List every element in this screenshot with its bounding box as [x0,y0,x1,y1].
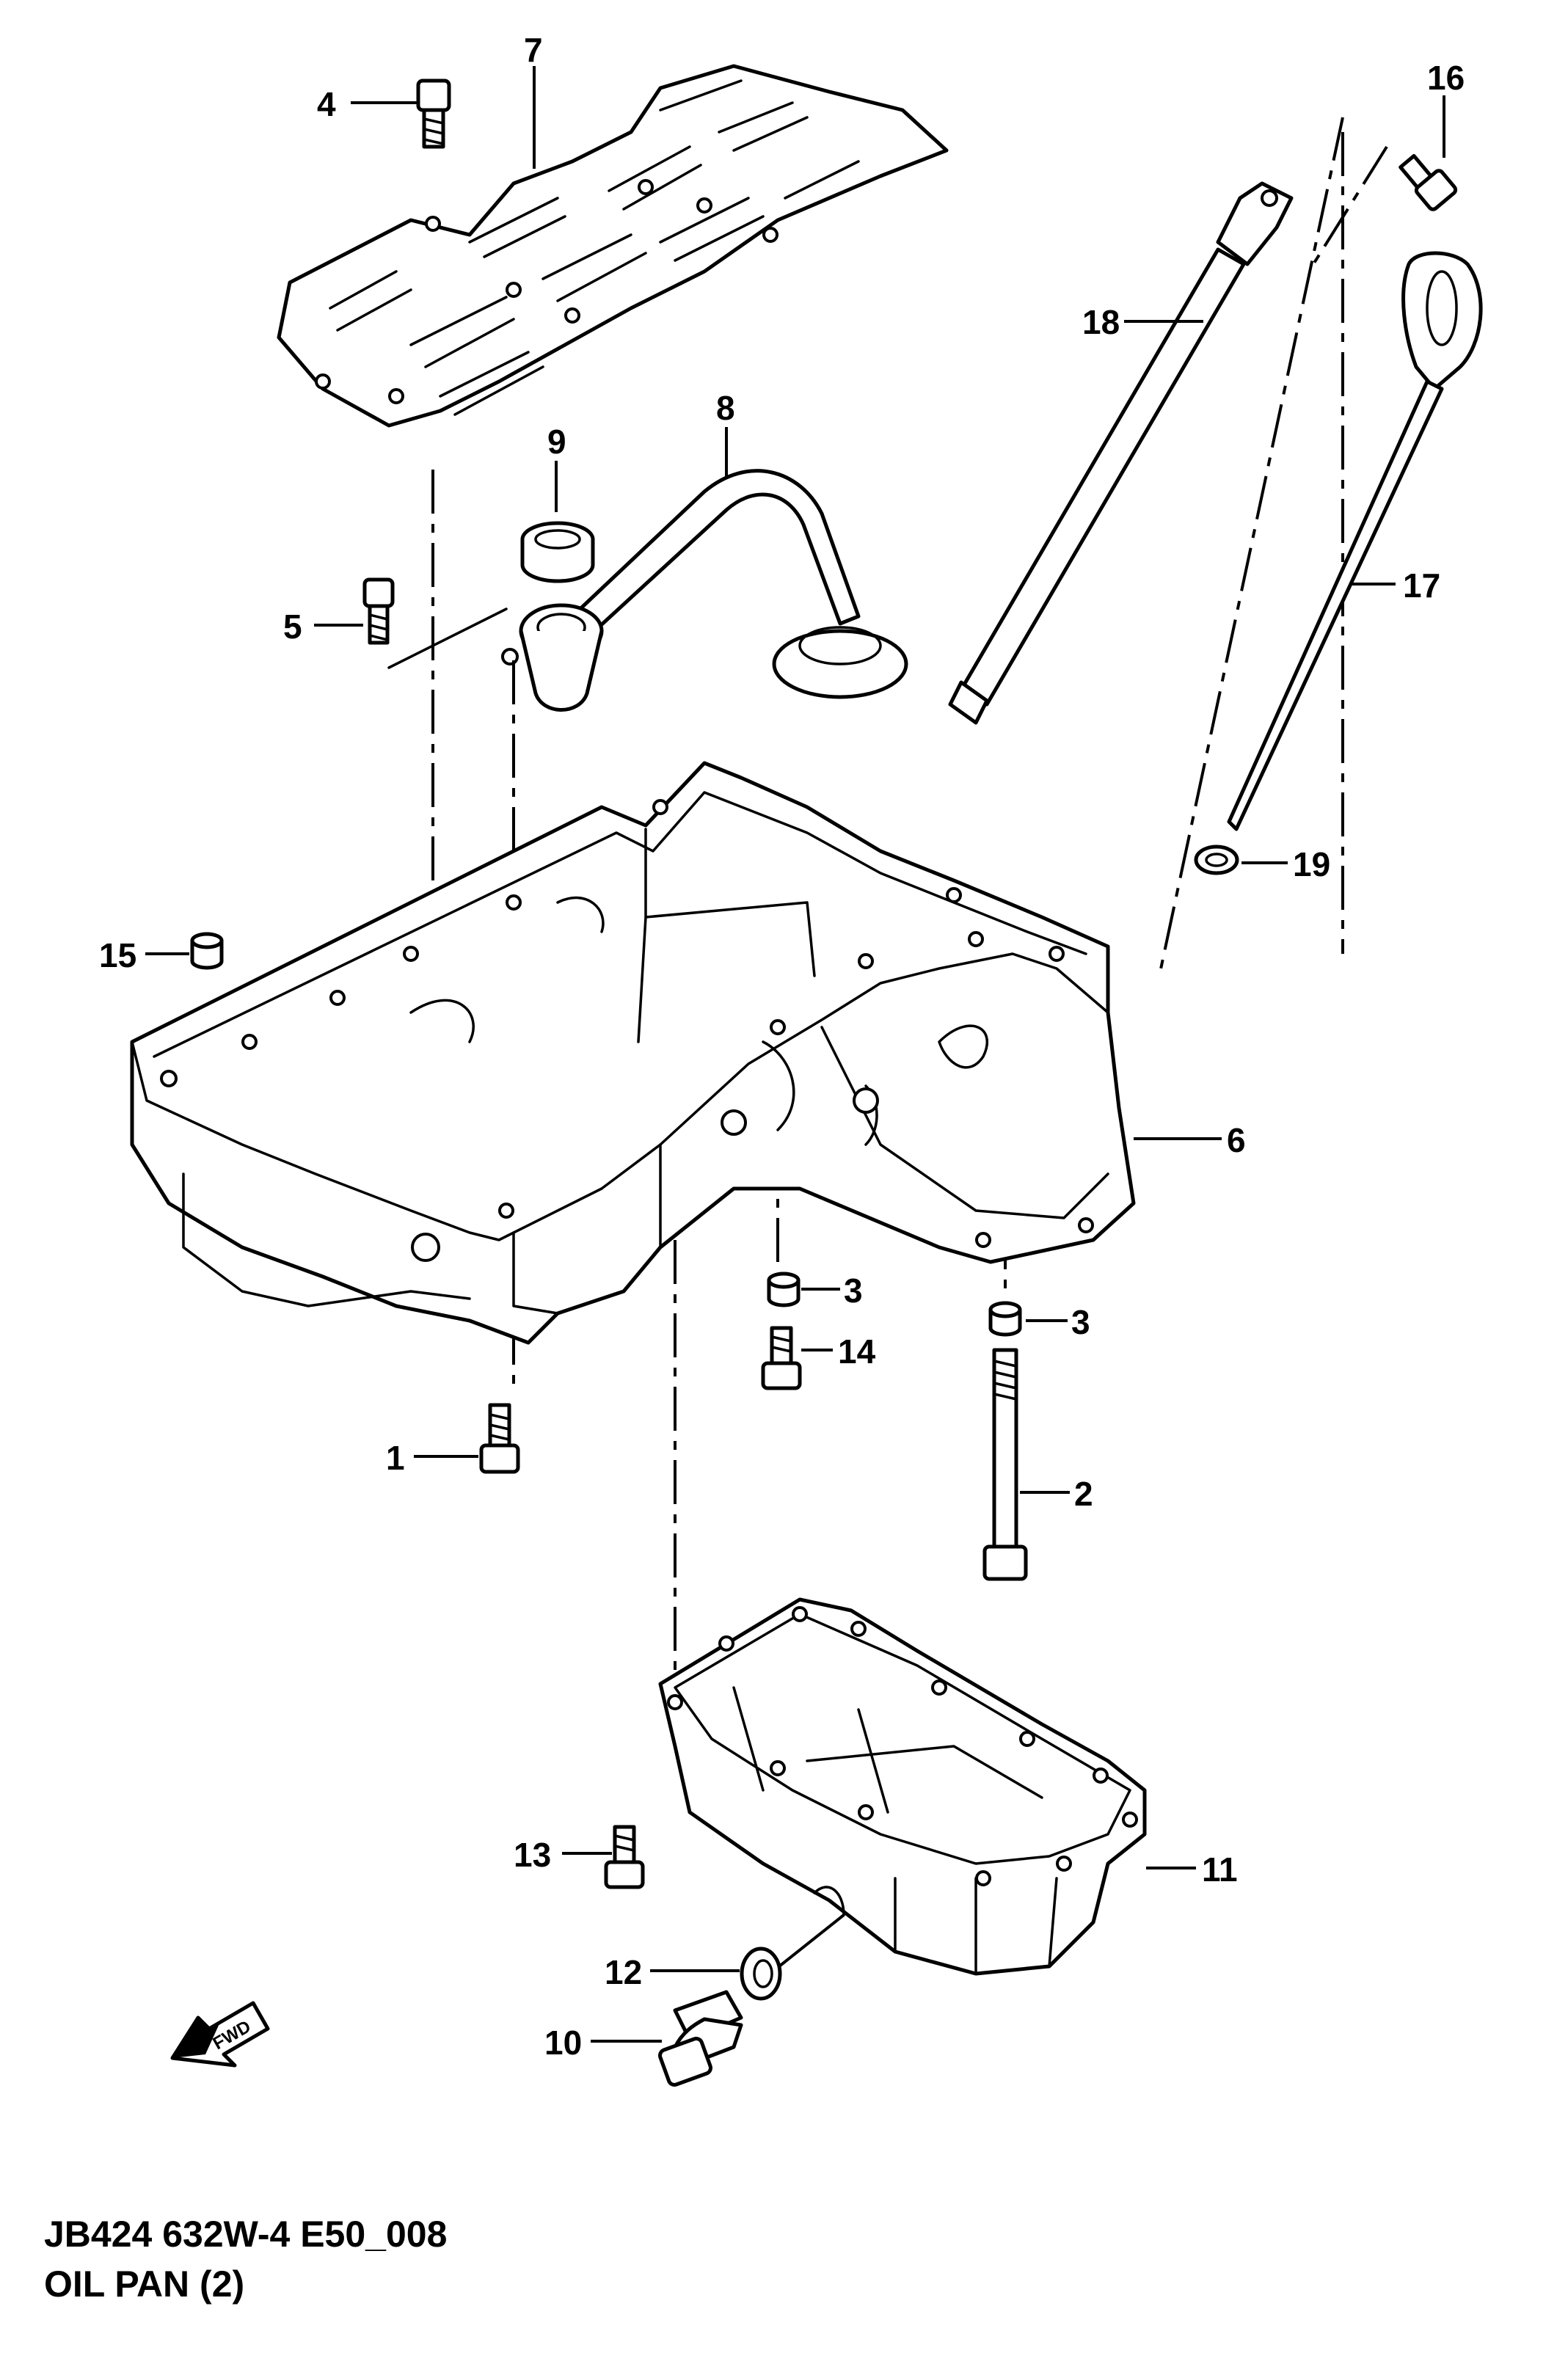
callout-4: 4 [317,85,336,123]
callout-17: 17 [1403,566,1440,605]
seal-ring-part-9 [520,521,595,583]
upper-oil-pan-part-6 [130,761,1136,1345]
callout-2: 2 [1074,1475,1093,1513]
callout-12: 12 [605,1953,642,1991]
bolt-part-14 [761,1326,802,1390]
bolt-part-16 [1399,153,1458,211]
callout-11: 11 [1202,1850,1238,1889]
dowel-part-3a [767,1272,801,1307]
bolt-part-1 [479,1403,520,1474]
drain-plug-part-10 [658,1990,743,2087]
callout-labels: 4 7 16 18 9 8 5 17 19 15 6 3 3 14 1 2 11… [99,31,1465,2062]
callout-8: 8 [716,389,735,427]
bolt-part-4 [416,79,451,149]
callout-19: 19 [1293,845,1330,883]
diagram-title: OIL PAN (2) [44,2263,244,2305]
o-ring-part-19 [1194,844,1239,875]
baffle-plate [277,64,949,428]
callout-14: 14 [838,1332,876,1371]
oil-strainer-part-8 [501,469,908,712]
callout-3b: 3 [1071,1303,1090,1341]
callout-6: 6 [1227,1121,1246,1159]
callout-7: 7 [524,31,543,69]
callout-9: 9 [547,423,566,461]
bolt-part-5 [362,577,395,645]
lower-oil-pan-part-11 [658,1597,1147,1976]
long-bolt-part-2 [982,1348,1028,1581]
callout-16: 16 [1427,59,1465,97]
dowel-pin-part-15 [190,932,224,970]
fwd-arrow: FWD [170,2001,270,2068]
diagram-code: JB424 632W-4 E50_008 [44,2214,447,2255]
callout-5: 5 [283,608,302,646]
callout-13: 13 [514,1836,551,1874]
callout-15: 15 [99,936,136,974]
callout-1: 1 [386,1439,405,1477]
dipstick-guide-part-18 [948,181,1294,725]
leader-lines [145,66,1445,2043]
callout-18: 18 [1082,303,1120,341]
bolt-part-13 [604,1825,645,1889]
dowel-part-3b [988,1301,1022,1337]
callout-3a: 3 [844,1272,863,1310]
diagram-caption: JB424 632W-4 E50_008 OIL PAN (2) [44,2214,447,2305]
dipstick-part-17 [1227,251,1483,831]
gasket-part-12 [740,1947,782,2001]
callout-10: 10 [544,2024,582,2062]
